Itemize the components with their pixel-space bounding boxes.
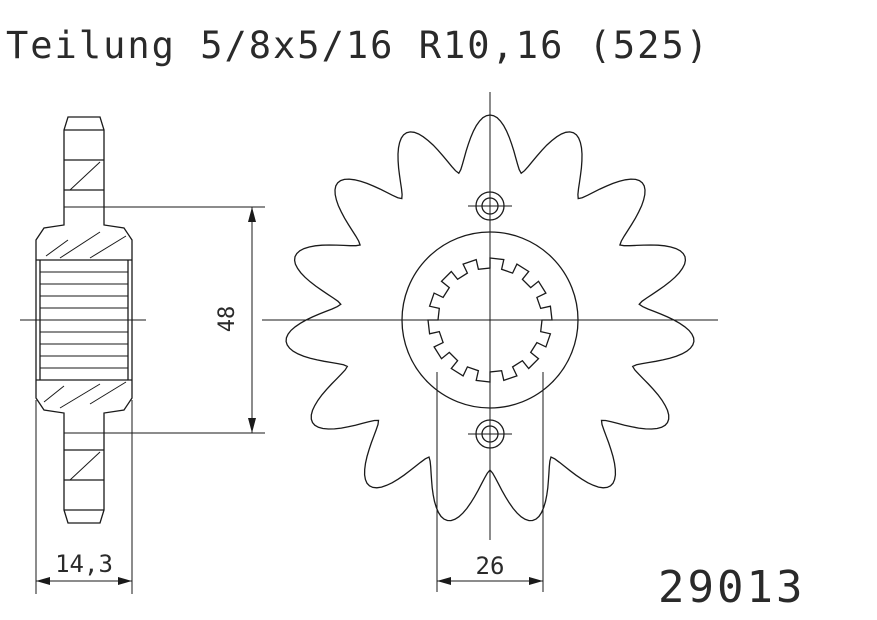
side-view <box>20 116 146 524</box>
dim-hub-height-label: 48 <box>215 306 240 333</box>
dim-width-label: 14,3 <box>55 550 113 578</box>
dimension-48: 48 <box>64 206 265 434</box>
front-view <box>262 92 718 540</box>
pitch-spec-text: Teilung 5/8x5/16 R10,16 (525) <box>6 24 710 67</box>
part-number: 29013 <box>658 562 805 613</box>
dimension-26: 26 <box>436 372 544 592</box>
dimension-14-3: 14,3 <box>35 400 133 594</box>
dim-spline-label: 26 <box>476 552 505 580</box>
